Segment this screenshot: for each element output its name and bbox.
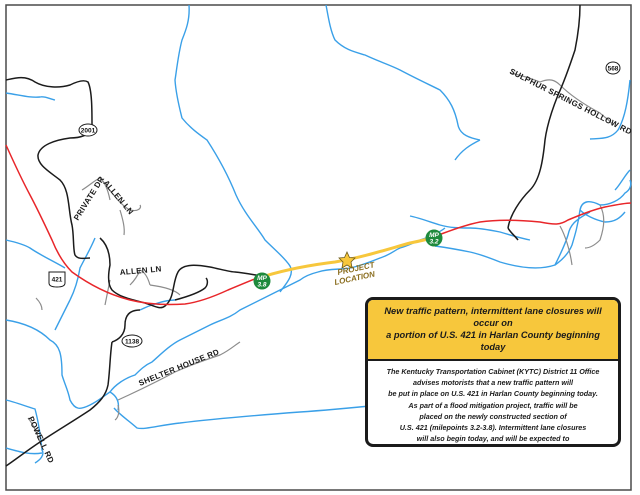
milepost-3-2: MP 3.2 xyxy=(425,229,443,247)
svg-text:3.2: 3.2 xyxy=(429,239,438,246)
local-roads xyxy=(5,4,581,467)
body-line: As part of a flood mitigation project, t… xyxy=(408,400,578,410)
body-line: conclude on Friday, June 14. xyxy=(374,444,612,447)
ky-2001-shield: 2001 xyxy=(78,123,98,137)
ky-568-shield: 568 xyxy=(605,61,621,75)
minor-roads xyxy=(27,72,613,449)
road-label-allen-ln-lower: ALLEN LN xyxy=(119,264,162,277)
road-label-private-dr: PRIVATE DR xyxy=(72,175,106,222)
map-frame xyxy=(5,4,632,491)
body-line: be put in place on U.S. 421 in Harlan Co… xyxy=(388,389,598,399)
body-line: will also begin today, and will be expec… xyxy=(416,434,570,444)
milepost-3-8: MP 3.8 xyxy=(253,272,271,290)
svg-text:MP: MP xyxy=(429,232,439,239)
svg-text:1138: 1138 xyxy=(125,338,139,345)
svg-text:421: 421 xyxy=(52,277,63,284)
body-line: advises motorists that a new traffic pat… xyxy=(412,378,574,388)
svg-text:568: 568 xyxy=(608,65,619,72)
announcement-box: New traffic pattern, intermittent lane c… xyxy=(365,297,621,447)
svg-text:3.8: 3.8 xyxy=(257,282,266,289)
us-421-route xyxy=(5,144,632,306)
body-line: The Kentucky Transportation Cabinet (KYT… xyxy=(386,367,600,376)
us-421-shield: 421 xyxy=(48,271,66,288)
project-segment xyxy=(264,236,433,278)
road-label-sulphur-springs: SULPHUR SPRINGS HOLLOW RD xyxy=(508,67,633,137)
ky-1138-shield: 1138 xyxy=(121,334,143,348)
road-label-allen-ln-upper: ALLEN LN xyxy=(101,179,135,217)
star-icon xyxy=(338,251,356,269)
body-line: U.S. 421 (milepoints 3.2-3.8). Intermitt… xyxy=(399,423,587,433)
svg-text:2001: 2001 xyxy=(81,127,96,134)
road-label-shelter-house: SHELTER HOUSE RD xyxy=(137,347,220,388)
svg-text:MP: MP xyxy=(257,275,267,282)
announcement-body: The Kentucky Transportation Cabinet (KYT… xyxy=(368,361,618,447)
body-line: placed on the newly constructed section … xyxy=(419,411,567,421)
announcement-headline: New traffic pattern, intermittent lane c… xyxy=(368,300,618,361)
headline-line-1: New traffic pattern, intermittent lane c… xyxy=(384,306,602,328)
headline-line-2: a portion of U.S. 421 in Harlan County b… xyxy=(386,330,600,352)
streams xyxy=(5,4,632,464)
